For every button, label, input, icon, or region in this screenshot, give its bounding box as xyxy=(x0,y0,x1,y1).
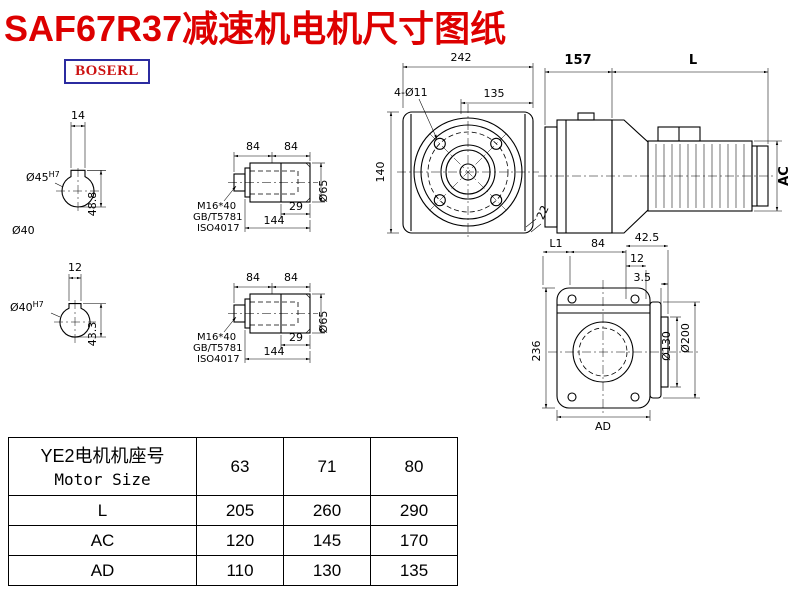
shaft-end-view-2: 12 43.3 Ø40H7 xyxy=(10,261,106,346)
shaft-side-view-1: 84 84 29 144 Ø65 M16*40 GB/T5781 ISO4017 xyxy=(193,140,330,234)
motor-size-header-cell: YE2电机机座号 Motor Size xyxy=(8,437,197,496)
dim-shaft-seg1: 84 xyxy=(246,140,260,153)
dim-front-hole-span: 135 xyxy=(484,87,505,100)
shaft-side-view-2 xyxy=(193,271,330,365)
dim-shaft-seg2: 84 xyxy=(284,140,298,153)
value-L-71: 260 xyxy=(283,495,371,526)
value-AD-80: 135 xyxy=(370,555,458,586)
side-view: 157 L AC xyxy=(538,53,792,234)
value-L-63: 205 xyxy=(196,495,284,526)
table-row-AD: AD 110 130 135 xyxy=(8,555,458,586)
dim-rear-height: 236 xyxy=(530,341,543,362)
label-bolt-spec: M16*40 xyxy=(197,201,236,212)
dim-side-gearbox-length: 157 xyxy=(564,53,591,68)
size-col-header-80: 80 xyxy=(370,437,458,496)
dim-shaft-tip: 29 xyxy=(289,200,303,213)
rear-view: L1 84 42.5 12 3.5 236 AD Ø130 Ø200 xyxy=(530,231,700,433)
dim-front-height: 140 xyxy=(374,162,387,183)
label-bore-dia-2: Ø40H7 xyxy=(10,300,44,314)
dim-shaft-dia: Ø65 xyxy=(317,180,330,203)
label-bore-dia-1: Ø45H7 xyxy=(26,170,60,184)
value-AC-63: 120 xyxy=(196,525,284,556)
page-title: SAF67R37减速机电机尺寸图纸 xyxy=(4,8,507,49)
row-label-AD: AD xyxy=(8,555,197,586)
dim-rear-42-5: 42.5 xyxy=(635,231,660,244)
drawing-canvas: 14 48.8 Ø45H7 Ø40 12 43.3 Ø40H7 xyxy=(10,51,792,433)
dim-rear-d200: Ø200 xyxy=(679,323,692,353)
motor-size-label-cn: YE2电机机座号 xyxy=(40,446,165,467)
dim-front-gap: 22 xyxy=(534,203,552,221)
dim-front-overall-width: 242 xyxy=(451,51,472,64)
size-col-header-71: 71 xyxy=(283,437,371,496)
row-label-AC: AC xyxy=(8,525,197,556)
dim-rear-84: 84 xyxy=(591,237,605,250)
value-AD-63: 110 xyxy=(196,555,284,586)
dim-rear-ad: AD xyxy=(595,420,611,433)
table-row-L: L 205 260 290 xyxy=(8,495,458,526)
label-bolt-std2: ISO4017 xyxy=(197,223,240,234)
table-header-row: YE2电机机座号 Motor Size 63 71 80 xyxy=(8,437,458,496)
dim-keyway-width-2: 12 xyxy=(68,261,82,274)
size-col-header-63: 63 xyxy=(196,437,284,496)
value-L-80: 290 xyxy=(370,495,458,526)
label-shaft-od-1: Ø40 xyxy=(12,224,35,237)
dim-bore-height-2: 43.3 xyxy=(86,322,99,347)
dim-side-motor-dia: AC xyxy=(777,166,792,186)
table-row-AC: AC 120 145 170 xyxy=(8,525,458,556)
brand-logo-text: BOSERL xyxy=(75,63,139,79)
value-AD-71: 130 xyxy=(283,555,371,586)
dim-rear-d130: Ø130 xyxy=(660,331,673,361)
dim-rear-l1: L1 xyxy=(549,237,562,250)
dim-rear-3-5: 3.5 xyxy=(634,271,652,284)
dim-bore-height-1: 48.8 xyxy=(86,192,99,217)
row-label-L: L xyxy=(8,495,197,526)
dim-rear-12: 12 xyxy=(630,252,644,265)
shaft-end-view-1: 14 48.8 Ø45H7 Ø40 xyxy=(12,109,106,237)
dim-side-motor-length: L xyxy=(689,53,697,68)
motor-size-label-en: Motor Size xyxy=(54,469,151,489)
dim-keyway-width-1: 14 xyxy=(71,109,85,122)
label-bolt-std1: GB/T5781 xyxy=(193,212,243,223)
dim-shaft-total: 144 xyxy=(264,214,285,227)
front-view: 242 135 4-Ø11 140 22 xyxy=(374,51,552,240)
brand-logo: BOSERL xyxy=(64,59,150,84)
motor-dimension-table: YE2电机机座号 Motor Size 63 71 80 L 205 260 2… xyxy=(8,437,458,586)
label-front-holes: 4-Ø11 xyxy=(394,86,428,99)
value-AC-71: 145 xyxy=(283,525,371,556)
value-AC-80: 170 xyxy=(370,525,458,556)
